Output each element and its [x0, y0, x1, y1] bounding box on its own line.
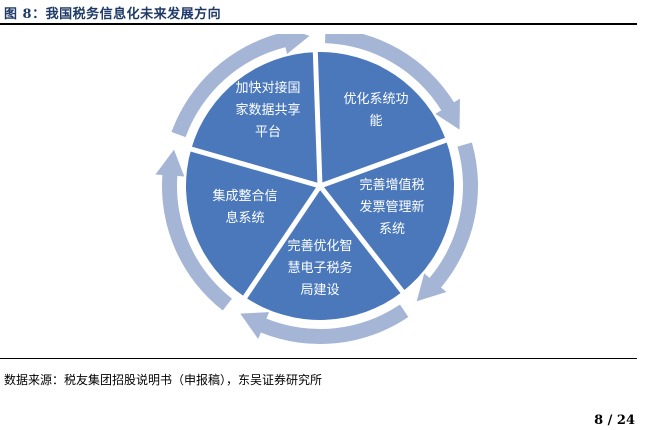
segment-label-line: 家数据共享	[235, 102, 300, 118]
segment-divider-2	[319, 135, 453, 189]
bottom-rule	[0, 358, 637, 359]
page-number: 8 / 24	[594, 413, 635, 428]
cycle-arrow-3	[240, 304, 409, 344]
segment-seg-3	[245, 186, 403, 320]
cycle-segments	[184, 45, 454, 320]
segment-label-line: 局建设	[300, 283, 339, 298]
top-rule	[0, 23, 637, 25]
segment-label-line: 息系统	[225, 210, 264, 226]
cycle-arrows	[155, 34, 478, 344]
segment-label-line: 加快对接国	[235, 80, 300, 96]
segment-label-line: 系统	[379, 222, 405, 237]
segment-label-5: 加快对接国家数据共享平台	[235, 80, 300, 140]
segment-seg-4	[186, 149, 320, 298]
cycle-diagram: 优化系统功能完善增值税发票管理新系统完善优化智慧电子税务局建设集成整合信息系统加…	[155, 34, 478, 344]
segment-label-line: 集成整合信	[212, 188, 277, 204]
segment-seg-5	[191, 52, 320, 186]
segment-label-4: 集成整合信息系统	[212, 188, 277, 226]
figure-title: 图 8：我国税务信息化未来发展方向	[4, 7, 222, 22]
segment-label-line: 完善优化智	[287, 238, 352, 254]
segment-label-line: 发票管理新	[359, 199, 424, 215]
segment-divider-1	[312, 45, 323, 187]
cycle-arrow-1	[324, 34, 460, 130]
segment-label-line: 平台	[255, 125, 281, 140]
cycle-labels: 优化系统功能完善增值税发票管理新系统完善优化智慧电子税务局建设集成整合信息系统加…	[212, 80, 424, 298]
cycle-arrow-5	[171, 34, 310, 138]
segment-label-line: 慧电子税务	[287, 260, 352, 276]
source-note: 数据来源：税友集团招股说明书（申报稿），东吴证券研究所	[4, 373, 323, 387]
segment-label-3: 完善优化智慧电子税务局建设	[287, 238, 352, 298]
segment-label-1: 优化系统功能	[343, 92, 408, 129]
segment-divider-5	[184, 145, 321, 189]
segment-label-line: 优化系统功	[343, 92, 408, 107]
segment-label-line: 能	[369, 114, 382, 129]
segment-label-line: 完善增值税	[359, 177, 424, 193]
segment-divider-3	[318, 184, 409, 298]
segment-label-2: 完善增值税发票管理新系统	[359, 177, 424, 237]
segment-seg-2	[320, 140, 454, 292]
segment-divider-4	[239, 184, 323, 304]
cycle-arrow-2	[416, 142, 478, 302]
segment-seg-1	[315, 52, 446, 186]
cycle-arrow-4	[155, 149, 232, 311]
